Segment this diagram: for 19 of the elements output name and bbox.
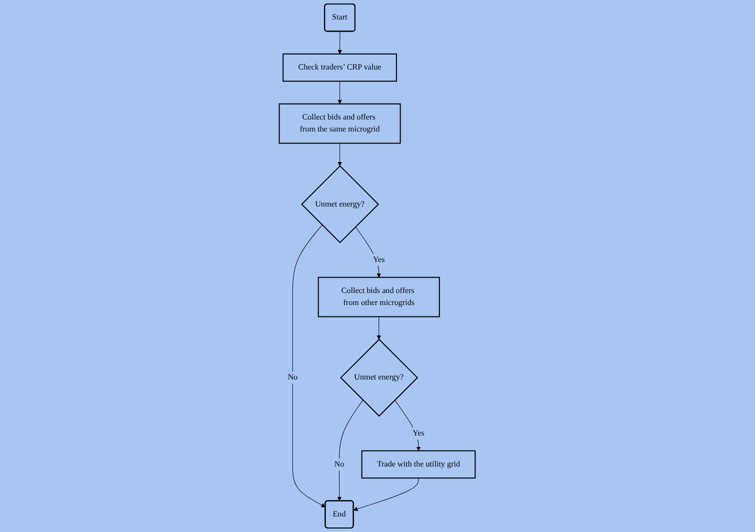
edge-label: Yes xyxy=(373,255,386,264)
arrow xyxy=(338,142,342,166)
node-box: Check traders’ CRP value xyxy=(282,53,398,82)
arrow xyxy=(337,400,364,502)
node-box: Trade with the utility grid xyxy=(362,450,476,479)
edge-label: No xyxy=(288,373,298,382)
node-box: Collect bids and offers from the same microgrid xyxy=(279,103,402,144)
arrow xyxy=(356,226,382,278)
node-diamond: Unmet energy? xyxy=(340,338,418,417)
node-box: Collect bids and offers from other microgrids xyxy=(318,276,440,318)
arrow xyxy=(338,31,342,54)
arrow xyxy=(354,478,420,512)
arrow xyxy=(292,224,326,508)
arrow xyxy=(394,400,421,451)
edge-label: Yes xyxy=(412,428,425,438)
arrow xyxy=(338,80,342,104)
node-diamond: Unmet energy? xyxy=(301,165,380,244)
edge-label: No xyxy=(334,460,344,468)
arrow xyxy=(376,316,382,340)
